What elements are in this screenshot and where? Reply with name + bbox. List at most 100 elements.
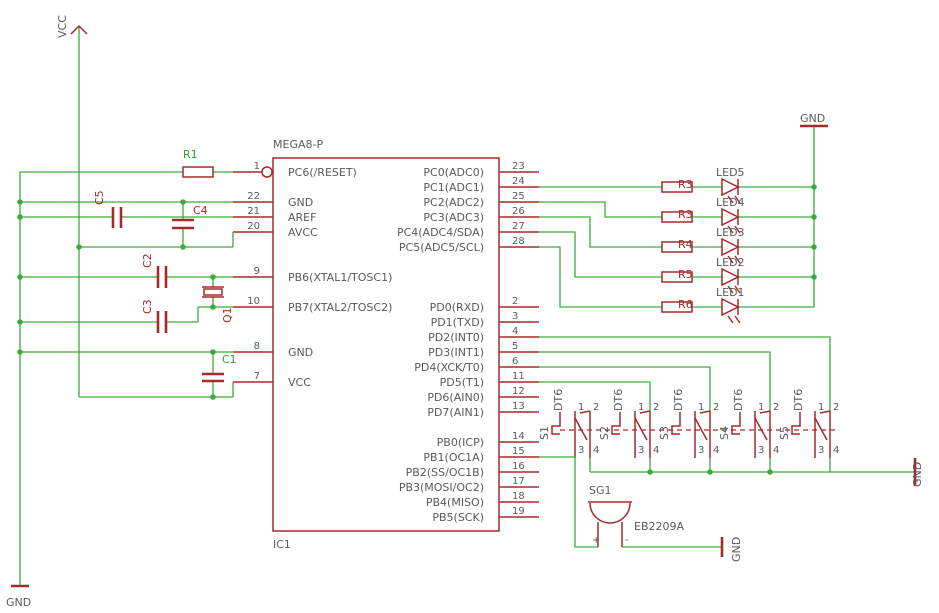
c3-capacitor [156,311,168,333]
switch-nets [539,336,915,475]
pin-num: 25 [512,191,525,202]
c4-capacitor [172,218,194,230]
pin-label: GND [288,196,313,209]
pin-label: PD5(T1) [440,376,484,389]
pin-num: 12 [512,386,525,397]
pin-label: PD6(AIN0) [427,391,484,404]
gnd-net-pin22 [20,201,234,248]
svg-text:1: 1 [698,402,704,413]
c5-label: C5 [93,190,106,205]
buzzer-plus: + [592,535,600,546]
svg-text:2: 2 [833,402,839,413]
svg-text:3: 3 [578,445,584,456]
switch-label: S1 [538,426,551,440]
tactile-switch [731,410,771,458]
pin-num: 4 [512,326,518,337]
led-resistor [661,211,693,223]
pin-label: AREF [288,211,316,224]
pin-label: PB5(SCK) [432,511,484,524]
pin-label: PC2(ADC2) [423,196,484,209]
gnd-rail-left [11,172,29,588]
switch-label: S4 [718,426,731,440]
ic-left-pins [233,166,273,383]
buzzer-net [539,456,722,548]
led-resistor [661,181,693,193]
switch-label: S5 [778,426,791,440]
pin-num: 27 [512,221,525,232]
pin-num: 11 [512,371,525,382]
c2-label: C2 [141,253,154,268]
buzzer-type: EB2209A [634,520,684,533]
reset-inversion-circle [261,166,273,178]
pin-num: 10 [247,296,260,307]
c1-label: C1 [222,353,237,366]
switch-type: DT6 [612,389,625,411]
svg-text:4: 4 [593,445,599,456]
svg-text:4: 4 [833,445,839,456]
ic-name: IC1 [273,538,291,551]
svg-text:3: 3 [638,445,644,456]
q1-label: Q1 [221,307,234,323]
pin-label: PB1(OC1A) [423,451,484,464]
svg-text:4: 4 [653,445,659,456]
switch-type: DT6 [792,389,805,411]
gnd-label-bottom-left: GND [6,596,31,609]
vcc-rail [70,24,88,397]
led-resistor [661,301,693,313]
led-diode [721,207,741,234]
pin-label: PD7(AIN1) [427,406,484,419]
pin-num: 8 [254,341,260,352]
pin-label: PC5(ADC5/SCL) [399,241,484,254]
led-resistor-label: R6 [678,298,693,311]
svg-text:2: 2 [773,402,779,413]
led-label: LED5 [716,166,745,179]
pin-num: 15 [512,446,525,457]
pin-num: 22 [247,191,260,202]
switch-type: DT6 [552,389,565,411]
switch-type: DT6 [672,389,685,411]
pin-num: 5 [512,341,518,352]
ic-value: MEGA8-P [273,138,323,151]
pin-num: 19 [512,506,525,517]
pin-num: 20 [247,221,260,232]
pin-label: PB4(MISO) [426,496,484,509]
pin-num: 21 [247,206,260,217]
gnd-label-right: GND [911,462,924,487]
svg-text:1: 1 [818,402,824,413]
xtal-net [20,276,233,323]
pin-num: 1 [254,161,260,172]
led-resistor-label: R4 [678,238,693,251]
svg-text:2: 2 [713,402,719,413]
led-resistor [661,241,693,253]
led-resistor-label: R3 [678,178,693,191]
pin-num: 13 [512,401,525,412]
svg-text:1: 1 [638,402,644,413]
pin-label: VCC [288,376,311,389]
svg-text:3: 3 [818,445,824,456]
gnd-label-top-right: GND [800,112,825,125]
led-label: LED4 [716,196,745,209]
r1-resistor [182,166,214,178]
pin-num: 7 [254,371,260,382]
c3-label: C3 [141,299,154,314]
pin-label: PC3(ADC3) [423,211,484,224]
led-resistor-label: R5 [678,268,693,281]
pin-label: PC4(ADC4/SDA) [397,226,484,239]
c2-capacitor [156,266,168,288]
led-diode [721,267,741,294]
svg-text:1: 1 [758,402,764,413]
ic-right-pins [499,171,539,518]
tactile-switch [611,410,651,458]
pin-label: PD1(TXD) [431,316,484,329]
pin-label: PC6(/RESET) [288,166,357,179]
pin-num: 24 [512,176,525,187]
pin-label: PC1(ADC1) [423,181,484,194]
led-resistor [661,271,693,283]
pin-label: PB7(XTAL2/TOSC2) [288,301,392,314]
pin-num: 14 [512,431,525,442]
switch-label: S2 [598,426,611,440]
pin-label: PB3(MOSI/OC2) [399,481,484,494]
pin-label: PB2(SS/OC1B) [406,466,484,479]
pin-label: GND [288,346,313,359]
